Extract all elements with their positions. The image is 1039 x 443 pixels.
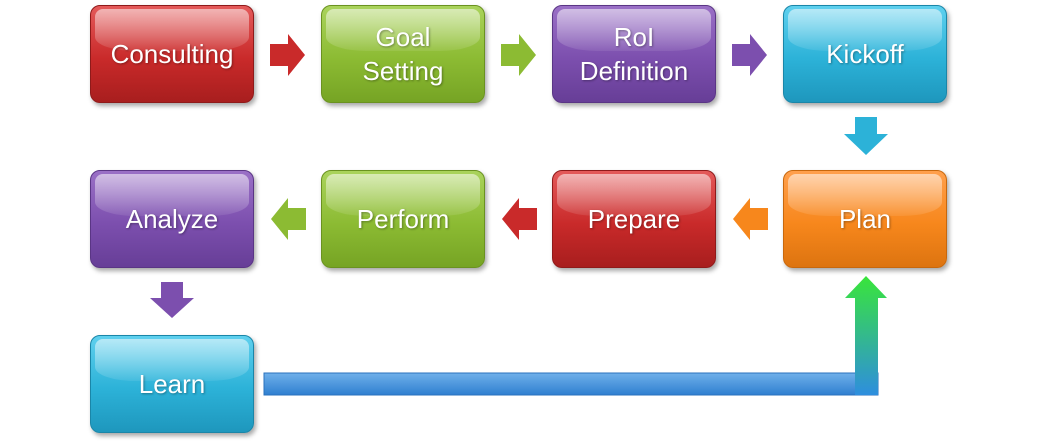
step-plan: Plan <box>783 170 947 268</box>
arrow-learn-to-plan-vertical <box>845 276 887 395</box>
step-learn: Learn <box>90 335 254 433</box>
step-perform: Perform <box>321 170 485 268</box>
step-goal-setting: Goal Setting <box>321 5 485 103</box>
arrow-learn-to-plan-horizontal <box>263 372 879 396</box>
step-analyze: Analyze <box>90 170 254 268</box>
arrow-plan-to-prepare <box>733 198 768 240</box>
arrow-roi-definition-to-kickoff <box>732 34 767 76</box>
arrow-perform-to-analyze <box>271 198 306 240</box>
arrow-consulting-to-goal-setting <box>270 34 305 76</box>
arrow-analyze-to-learn <box>150 282 194 318</box>
step-consulting: Consulting <box>90 5 254 103</box>
arrow-goal-setting-to-roi-definition <box>501 34 536 76</box>
arrow-prepare-to-perform <box>502 198 537 240</box>
step-prepare: Prepare <box>552 170 716 268</box>
arrow-kickoff-to-plan <box>844 117 888 155</box>
step-roi-definition: RoI Definition <box>552 5 716 103</box>
step-kickoff: Kickoff <box>783 5 947 103</box>
